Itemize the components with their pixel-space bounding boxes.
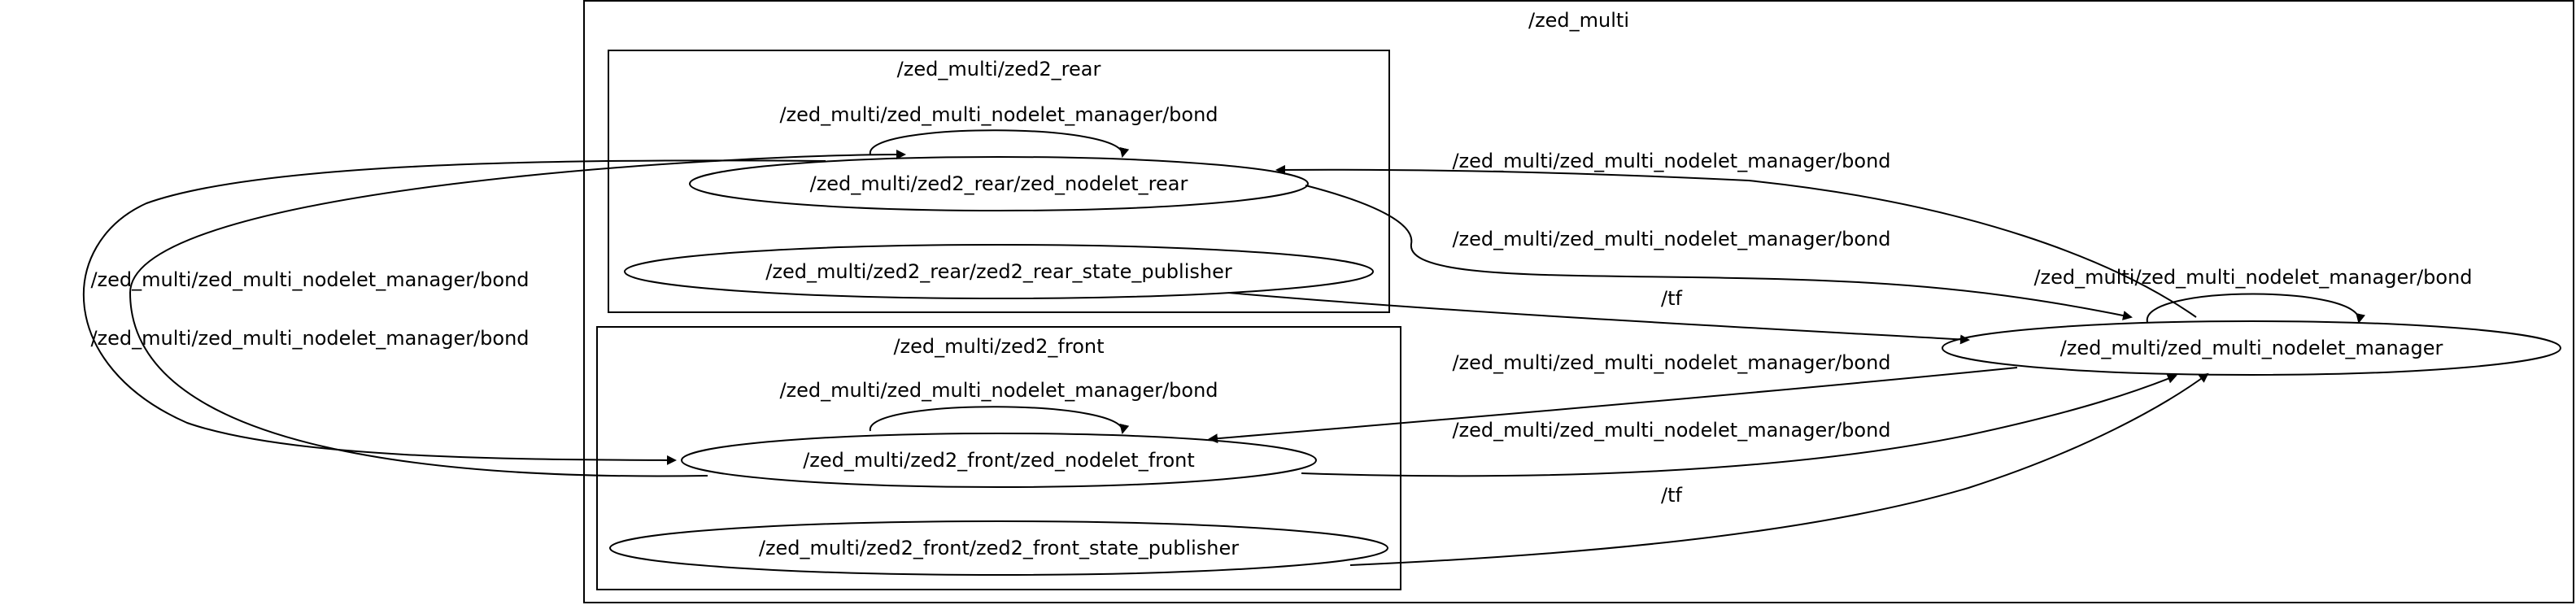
edge-label-rear-tf: /tf [1661,287,1682,310]
node-manager[interactable]: /zed_multi/zed_multi_nodelet_manager [1942,320,2561,376]
edge-rear-to-front-outer [82,159,826,465]
edge-label-left-bond-lower: /zed_multi/zed_multi_nodelet_manager/bon… [90,327,529,350]
edge-manager-self-loop [2146,293,2365,324]
node-front-state-publisher-label: /zed_multi/zed2_front/zed2_front_state_p… [759,537,1239,559]
edge-label-manager-to-front-bond: /zed_multi/zed_multi_nodelet_manager/bon… [1452,351,1890,374]
edge-rear-to-manager [1305,185,2133,320]
edge-rear-state-pub-to-manager [1227,292,1970,345]
edge-label-front-tf: /tf [1661,484,1682,507]
node-rear-state-publisher[interactable]: /zed_multi/zed2_rear/zed2_rear_state_pub… [624,244,1374,299]
node-front-nodelet[interactable]: /zed_multi/zed2_front/zed_nodelet_front [681,433,1317,488]
edge-front-self-loop [869,406,1130,434]
node-rear-nodelet[interactable]: /zed_multi/zed2_rear/zed_nodelet_rear [689,156,1309,211]
edge-rear-self-loop [869,129,1130,158]
edge-label-manager-self-bond: /zed_multi/zed_multi_nodelet_manager/bon… [2033,266,2472,289]
node-manager-label: /zed_multi/zed_multi_nodelet_manager [2060,337,2443,359]
node-front-state-publisher[interactable]: /zed_multi/zed2_front/zed2_front_state_p… [609,520,1388,576]
node-rear-nodelet-label: /zed_multi/zed2_rear/zed_nodelet_rear [810,172,1188,195]
edge-labels: /zed_multi/zed_multi_nodelet_manager/bon… [90,103,2472,507]
edge-label-front-self-bond: /zed_multi/zed_multi_nodelet_manager/bon… [779,379,1218,402]
cluster-zed2-rear: /zed_multi/zed2_rear [608,50,1390,313]
node-rear-state-publisher-label: /zed_multi/zed2_rear/zed2_rear_state_pub… [765,260,1232,283]
edge-label-rear-self-bond: /zed_multi/zed_multi_nodelet_manager/bon… [779,103,1218,126]
edge-label-manager-to-rear-bond: /zed_multi/zed_multi_nodelet_manager/bon… [1452,150,1890,172]
cluster-zed-multi-title: /zed_multi [1528,9,1629,32]
node-front-nodelet-label: /zed_multi/zed2_front/zed_nodelet_front [803,449,1195,472]
edges [82,129,2365,566]
edge-label-front-to-manager-bond: /zed_multi/zed_multi_nodelet_manager/bon… [1452,419,1890,442]
edge-manager-to-rear [1275,164,2197,318]
cluster-zed2-front: /zed_multi/zed2_front [596,326,1401,590]
edge-front-state-pub-to-manager [1349,372,2209,566]
edge-front-to-manager [1301,374,2177,477]
cluster-zed2-rear-title: /zed_multi/zed2_rear [897,58,1101,81]
cluster-zed2-front-title: /zed_multi/zed2_front [893,335,1104,358]
edge-label-left-bond-upper: /zed_multi/zed_multi_nodelet_manager/bon… [90,268,529,291]
edge-label-rear-to-manager-bond: /zed_multi/zed_multi_nodelet_manager/bon… [1452,228,1890,250]
cluster-zed-multi: /zed_multi [583,0,2574,603]
edge-manager-to-front [1208,367,2018,444]
edge-front-to-rear-outer [129,150,906,477]
